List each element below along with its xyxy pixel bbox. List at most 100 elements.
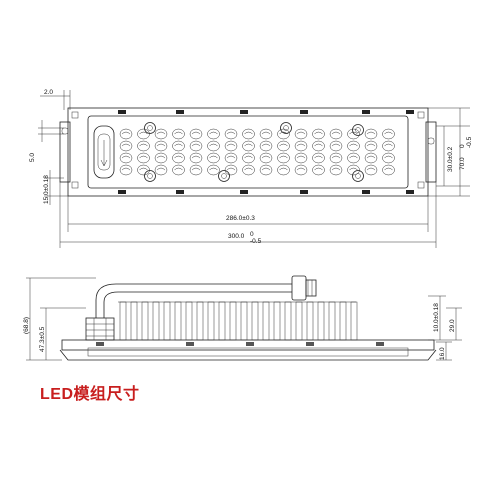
dim-right-outer-tol-lower: -0.5 [466,136,473,148]
lens-grid [119,122,395,182]
lens-cell [347,152,360,164]
lens-cell [189,128,203,140]
lens-cell [364,164,378,176]
lens-cell [294,164,308,176]
screw-boss [144,170,156,182]
lens-cell [154,140,168,152]
lens-cell [347,140,360,152]
lens-cell [224,164,238,176]
left-mount-tab [59,121,71,183]
lens-cell [277,140,290,152]
fin [229,301,237,341]
edge-notch-top [176,110,184,114]
lens-cell [312,140,325,152]
lens-cell [242,128,255,140]
side-view: (68.8) 47.3±0.5 10.0±0.18 29.0 16.0 [23,275,462,361]
lens-cell [172,152,185,164]
lens-cell [259,140,273,152]
left-mount-hole [61,127,69,135]
fin [328,301,336,341]
top-view-outer-body [67,107,429,197]
lens-cell [137,164,150,176]
lens-cell [207,152,220,164]
lens-cell [277,164,290,176]
fin [306,301,314,341]
lens-cell [172,140,185,152]
side-lens-cover [87,347,409,357]
cable-gland [85,317,115,341]
edge-notches [71,110,425,194]
base-foot [376,342,384,346]
lens-cell [277,128,290,140]
lens-cell [347,164,360,176]
lens-cell [154,128,168,140]
lens-cell [207,164,220,176]
lens-cell [207,128,220,140]
dim-overall-tol-lower: -0.5 [250,238,262,245]
dim-side-total: (68.8) [23,317,30,334]
lens-cell [329,164,343,176]
dim-side-body: 47.3±0.5 [39,326,46,352]
base-foot [306,342,314,346]
base-foot [186,342,194,346]
dim-overall-width: 300.0 [228,233,245,240]
lens-cell [312,152,325,164]
lens-cell [259,152,273,164]
dim-left-slot: 5.0 [29,153,36,162]
connector-slot-inner [97,133,111,171]
dim-side-16: 16.0 [439,347,446,360]
lens-cell [172,164,185,176]
fin [262,301,270,341]
corner-notch [71,181,79,189]
lens-cell [294,128,308,140]
dim-overall-tol-upper: 0 [250,231,254,238]
fin [174,301,182,341]
connector-slot [93,125,115,179]
lens-cell [189,140,203,152]
lens-cell [329,152,343,164]
lens-cell [154,152,168,164]
lens-cell [382,128,395,140]
lens-cell [329,128,343,140]
fin [207,301,215,341]
edge-notch-bottom [362,190,370,194]
lens-cell [364,140,378,152]
lens-cell [189,164,203,176]
fin [251,301,259,341]
fin [119,301,127,341]
edge-notch-top [406,110,414,114]
dim-top-left-offset: 2.0 [44,89,53,96]
corner-notch [417,181,425,189]
fin [196,301,204,341]
fin [284,301,292,341]
lens-cell [259,164,273,176]
dim-inner-width: 286.0±0.3 [226,215,255,222]
top-view: 2.0 5.0 15.0±0.18 30.0±0.2 70.0 0 -0.5 2… [29,89,473,248]
lens-cell [242,152,255,164]
dim-right-outer: 70.0 [459,157,466,170]
lens-cell [364,128,378,140]
fin [185,301,193,341]
screw-boss [218,170,230,182]
edge-notch-top [118,110,126,114]
lens-cell [382,140,395,152]
edge-notch-bottom [176,190,184,194]
lens-cell [137,140,150,152]
lens-cell [312,128,325,140]
lens-cell [172,128,185,140]
lens-cell [137,128,150,140]
screw-boss [352,170,364,182]
edge-notch-top [362,110,370,114]
lens-cell [242,140,255,152]
edge-notch-bottom [118,190,126,194]
lens-cell [242,164,255,176]
lens-cell [364,152,378,164]
lens-cell [119,128,133,140]
edge-notch-bottom [406,190,414,194]
lens-cell [224,128,238,140]
side-base-plate [61,339,435,351]
fin [163,301,171,341]
base-foot [96,342,104,346]
fin [240,301,248,341]
